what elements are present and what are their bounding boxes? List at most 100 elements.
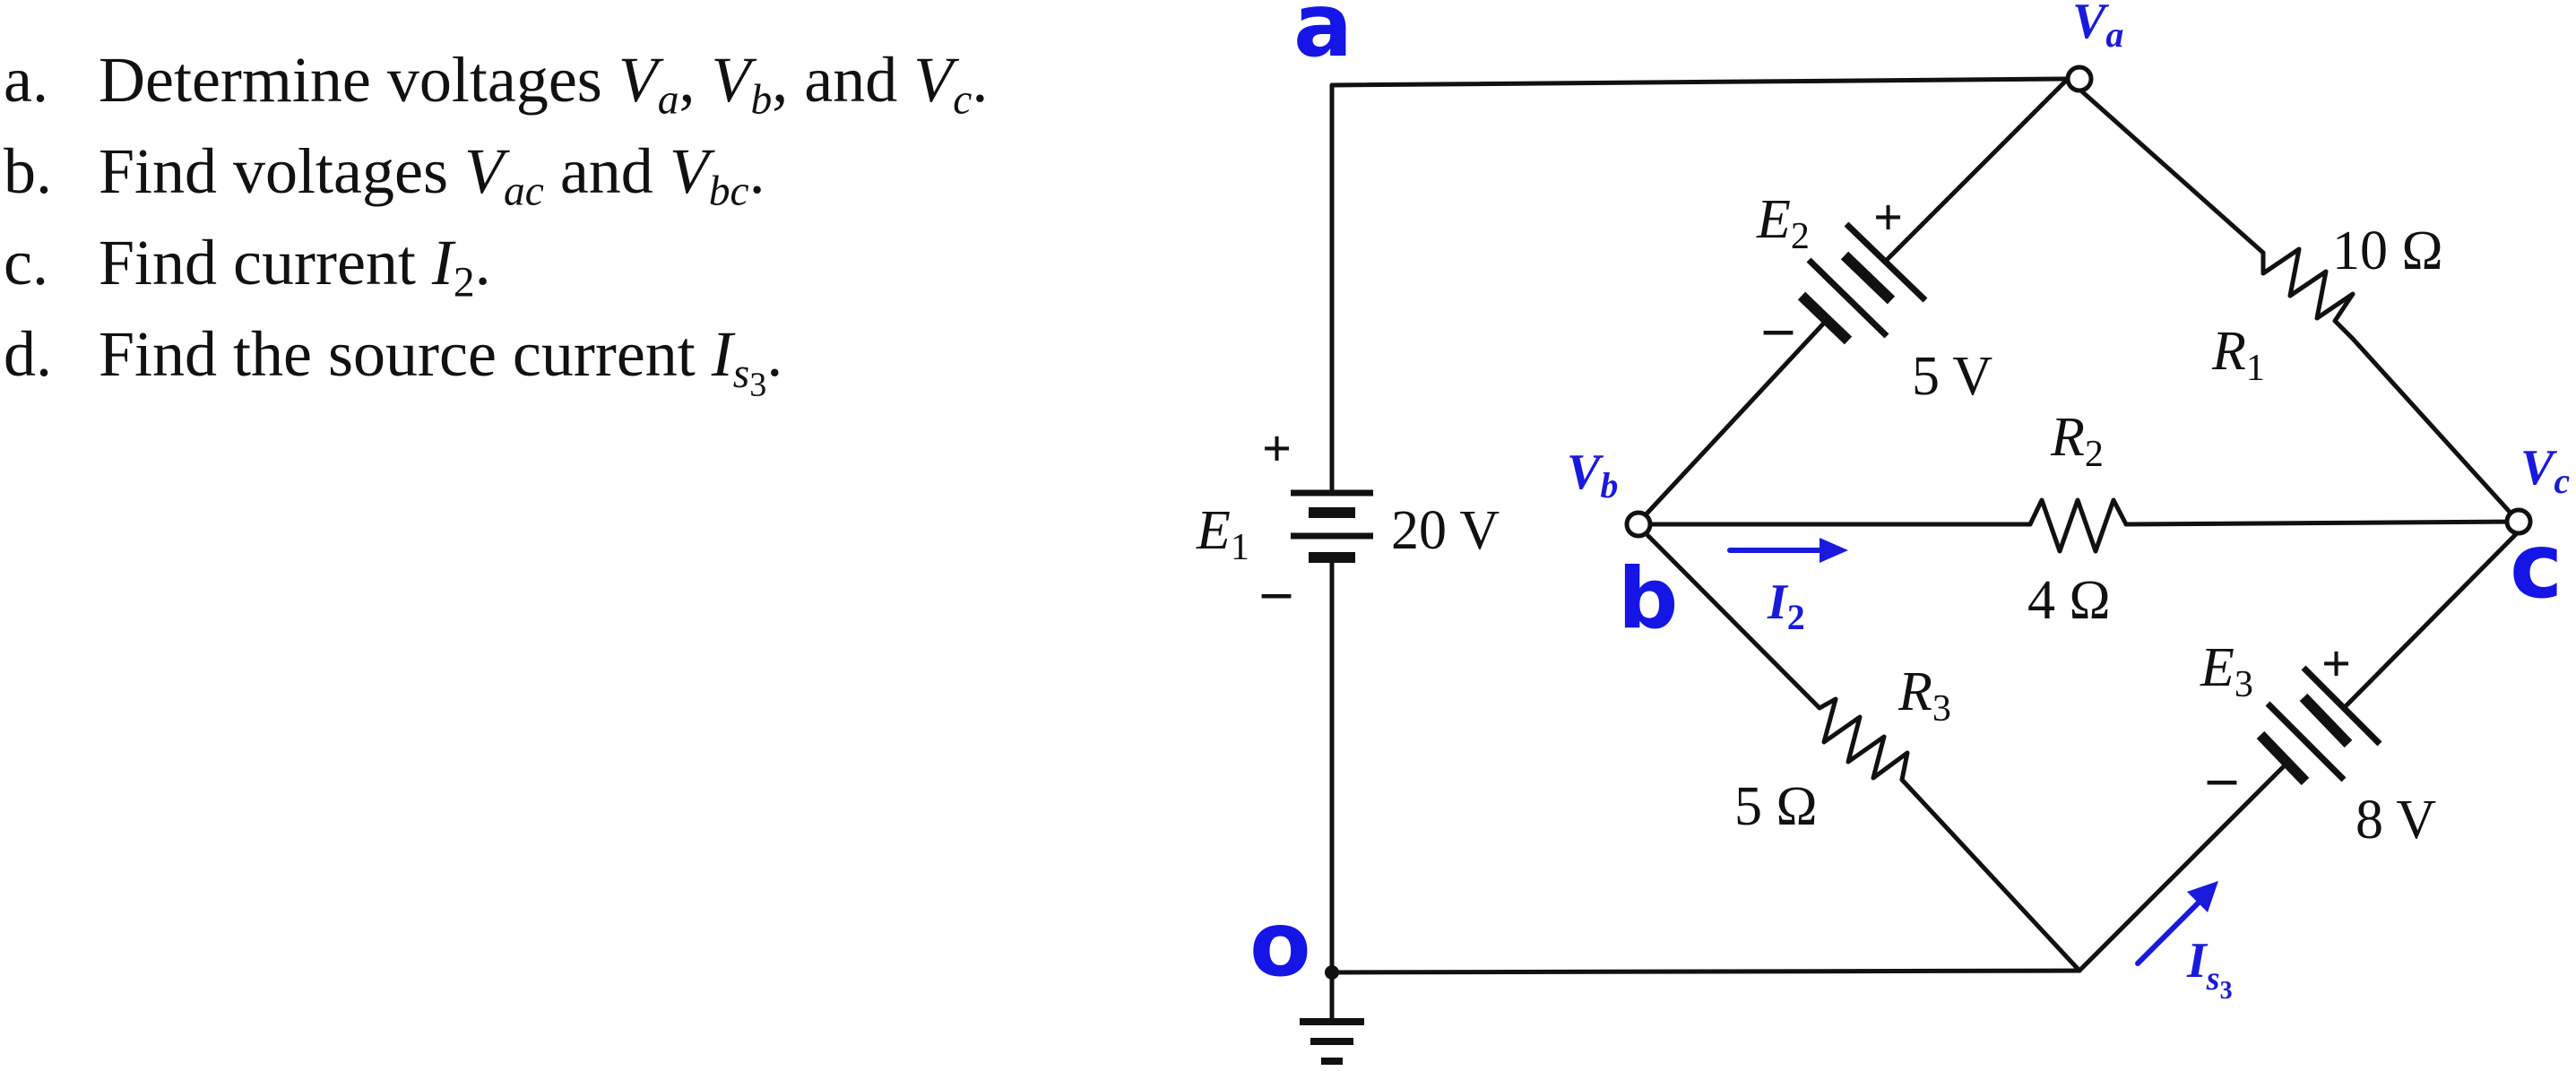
question-list: a. Determine voltages Va, Vb, and Vc. b.… (4, 34, 1187, 402)
vc-symbol: V (2520, 440, 2558, 496)
r1-name: R1 (2211, 321, 2265, 389)
i2-subscript: 2 (1787, 597, 1805, 637)
var-subscript: ac (503, 168, 544, 215)
r2-name: R2 (2050, 407, 2104, 475)
wire-bottom-e3 (2077, 764, 2286, 973)
e3-minus: – (2207, 745, 2237, 808)
r2-subscript: 2 (2085, 434, 2104, 475)
question-text-part: Find voltages (99, 135, 464, 207)
va-symbol: V (2072, 0, 2110, 49)
e3-name: E3 (2200, 637, 2253, 705)
ground-icon (1300, 1018, 1364, 1065)
i2-arrow-head (1820, 538, 1848, 563)
r1-subscript: 1 (2246, 348, 2265, 389)
hand-label-o: o (1249, 892, 1311, 997)
is3-arrow-head (2187, 881, 2218, 912)
e1-symbol: E (1196, 500, 1231, 561)
is3-symbol: I (2186, 933, 2209, 989)
question-text-part: , (679, 44, 712, 116)
wire-e2-vb (1636, 315, 1831, 525)
r3-zigzag (1817, 696, 1910, 782)
question-text-part: . (748, 135, 765, 207)
wire-vb-r3 (1642, 530, 1822, 711)
wire-va-r1 (2065, 76, 2266, 255)
hand-label-c: c (2510, 514, 2563, 618)
question-text: Determine voltages Va, Vb, and Vc. (99, 34, 988, 125)
r3-symbol: R (1897, 661, 1932, 722)
r2-symbol: R (2050, 407, 2085, 468)
e2-value: 5 V (1912, 346, 1993, 407)
question-letter: c. (4, 227, 48, 298)
question-d: d. Find the source current Is3. (4, 308, 1187, 402)
question-text-part: . (766, 318, 783, 390)
e1-value: 20 V (1391, 500, 1500, 561)
var-subscript: 2 (453, 259, 475, 307)
question-text: Find current I2. (99, 217, 491, 308)
wire-top (1329, 76, 2070, 88)
e2-minus: – (1763, 295, 1794, 358)
wire-r3-bottom (1899, 777, 2082, 973)
var-symbol: V (618, 44, 658, 116)
r3-name: R3 (1897, 661, 1951, 730)
r1-zigzag (2260, 246, 2356, 341)
e1-minus: – (1261, 558, 1292, 622)
label-i2: I2 (1767, 574, 1805, 637)
i2-symbol: I (1767, 574, 1789, 630)
e2-subscript: 2 (1791, 216, 1810, 257)
e1-plus: + (1262, 419, 1292, 478)
e2-symbol: E (1756, 189, 1791, 250)
question-c: c. Find current I2. (4, 217, 1187, 308)
is3-subsubscript: 3 (2220, 977, 2233, 1005)
r2-value: 4 Ω (2027, 570, 2111, 631)
e2-plus: + (1873, 188, 1903, 246)
var-subscript: bc (708, 168, 749, 215)
e1-subscript: 1 (1231, 527, 1249, 568)
question-text-part: Find the source current (99, 318, 712, 390)
e3-plate (2256, 730, 2310, 786)
e2-name: E2 (1756, 189, 1810, 257)
var-subscript-s: s (732, 350, 750, 398)
e3-value: 8 V (2356, 790, 2436, 851)
var-subscript: a (657, 76, 679, 124)
is3-arrow-line (2135, 898, 2203, 966)
r1-symbol: R (2211, 321, 2246, 382)
wire-va-e2 (1884, 76, 2070, 263)
e3-plate (2301, 665, 2382, 747)
question-text-part: and (543, 135, 670, 207)
question-letter: b. (4, 135, 52, 207)
label-vc: Vc (2520, 440, 2570, 501)
node-ground (1325, 965, 1339, 980)
e3-plate (2265, 701, 2347, 782)
var-subscript: c (953, 76, 972, 124)
wire-r2-vc (2123, 519, 2517, 527)
e3-plus: + (2321, 635, 2351, 693)
var-subscript: s3 (732, 350, 767, 402)
e2-plate (1797, 291, 1853, 345)
va-subscript: a (2105, 14, 2123, 55)
e3-subscript: 3 (2235, 664, 2253, 705)
wire-r1-vc (2350, 336, 2520, 523)
r1-value: 10 Ω (2332, 220, 2443, 281)
question-a: a. Determine voltages Va, Vb, and Vc. (4, 34, 1187, 125)
question-text-part: Find current (99, 227, 432, 298)
node-vb (1624, 510, 1653, 539)
e2-plate (1806, 257, 1889, 339)
var-symbol: I (711, 318, 733, 390)
node-vc (2504, 507, 2533, 536)
r3-value: 5 Ω (1734, 776, 1818, 837)
vc-subscript: c (2554, 461, 2570, 501)
var-symbol: V (913, 44, 954, 116)
vb-symbol: V (1567, 445, 1604, 500)
question-text-part: , and (772, 44, 914, 116)
node-va (2065, 65, 2094, 93)
r2-zigzag (2027, 497, 2129, 554)
var-symbol: V (669, 135, 709, 207)
question-text-part: Determine voltages (99, 44, 618, 116)
question-text: Find voltages Vac and Vbc. (99, 125, 765, 217)
question-text: Find the source current Is3. (99, 308, 783, 402)
var-symbol: I (431, 227, 454, 298)
wire-e3-vc (2341, 531, 2520, 711)
is3-subscript: s (2206, 960, 2220, 998)
vb-subscript: b (1600, 465, 1618, 505)
